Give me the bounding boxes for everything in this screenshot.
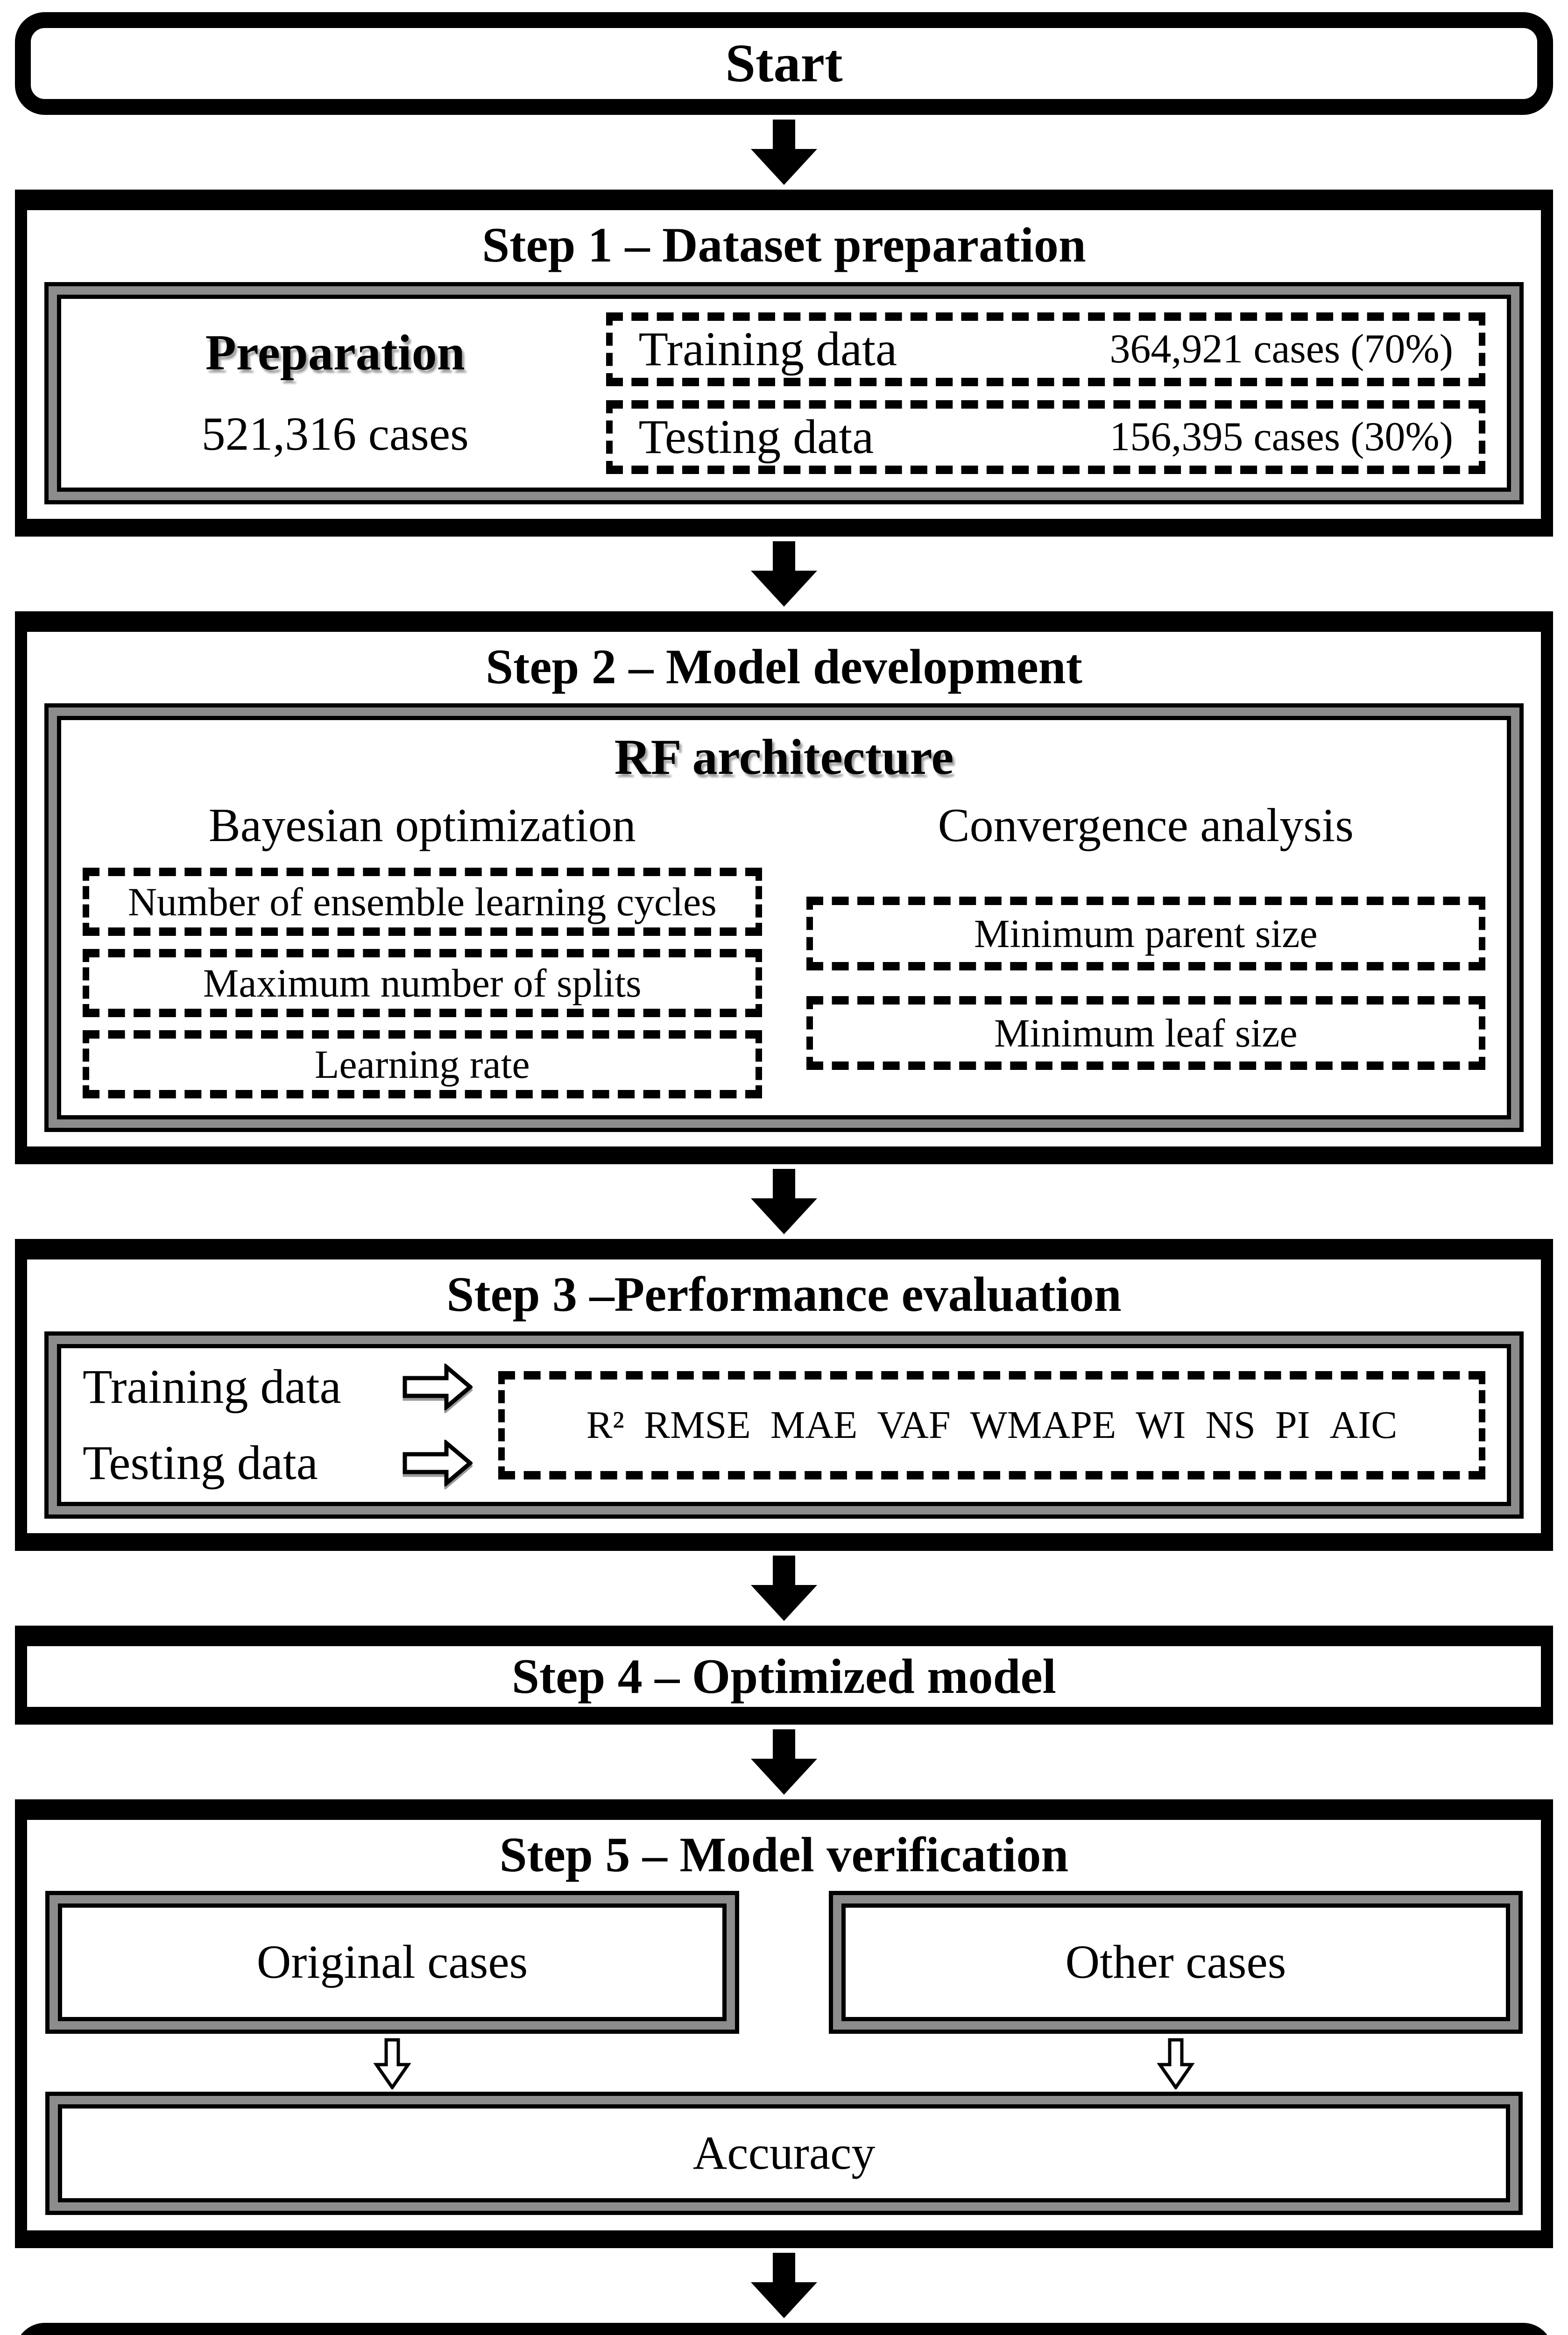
testing-input-label: Testing data bbox=[83, 1436, 318, 1490]
step5-cases-row: Original cases Other cases bbox=[49, 1895, 1519, 2030]
bayesian-parameters-column: Number of ensemble learning cycles Maxim… bbox=[83, 868, 762, 1099]
learning-rate-box: Learning rate bbox=[83, 1030, 762, 1099]
right-hollow-arrow-icon bbox=[403, 1439, 473, 1486]
step2-box: Step 2 – Model development RF architectu… bbox=[15, 611, 1553, 1165]
metric-item: RMSE bbox=[643, 1403, 751, 1447]
max-splits-box: Maximum number of splits bbox=[83, 949, 762, 1018]
min-parent-size-box: Minimum parent size bbox=[806, 897, 1485, 971]
convergence-analysis-heading: Convergence analysis bbox=[938, 799, 1354, 852]
training-data-box: Training data 364,921 cases (70%) bbox=[606, 312, 1485, 386]
step5-title: Step 5 – Model verification bbox=[499, 1827, 1069, 1882]
original-cases-label: Original cases bbox=[256, 1936, 528, 1989]
metric-item: AIC bbox=[1329, 1403, 1398, 1447]
step5-arrows-row bbox=[49, 2038, 1519, 2089]
training-data-value: 364,921 cases (70%) bbox=[1109, 326, 1453, 372]
step5-arrow-cell bbox=[49, 2038, 735, 2089]
step3-inner-panel: Training data Testing data R² RMSE MAE V… bbox=[49, 1336, 1519, 1514]
metric-item: VAF bbox=[877, 1403, 951, 1447]
ensemble-cycles-box: Number of ensemble learning cycles bbox=[83, 868, 762, 936]
start-label: Start bbox=[725, 34, 843, 93]
step1-left-column: Preparation 521,316 cases bbox=[83, 312, 587, 474]
end-box: End bbox=[15, 2322, 1553, 2335]
original-cases-box: Original cases bbox=[49, 1895, 735, 2030]
metric-item: NS bbox=[1205, 1403, 1256, 1447]
other-cases-box: Other cases bbox=[833, 1895, 1519, 2030]
down-arrow-icon bbox=[751, 1729, 817, 1795]
step1-box: Step 1 – Dataset preparation Preparation… bbox=[15, 190, 1553, 537]
step2-columns: Number of ensemble learning cycles Maxim… bbox=[83, 868, 1485, 1099]
step1-inner-panel: Preparation 521,316 cases Training data … bbox=[49, 286, 1519, 500]
convergence-parameters-column: Minimum parent size Minimum leaf size bbox=[806, 897, 1485, 1070]
other-cases-label: Other cases bbox=[1065, 1936, 1286, 1989]
min-leaf-size-box: Minimum leaf size bbox=[806, 996, 1485, 1070]
metric-item: MAE bbox=[770, 1403, 858, 1447]
training-input-label: Training data bbox=[83, 1360, 341, 1414]
learning-rate-label: Learning rate bbox=[314, 1042, 530, 1087]
down-arrow-icon bbox=[751, 1555, 817, 1621]
rf-architecture-label: RF architecture bbox=[614, 729, 954, 785]
max-splits-label: Maximum number of splits bbox=[203, 961, 642, 1006]
accuracy-box: Accuracy bbox=[49, 2095, 1519, 2211]
down-hollow-arrow-icon bbox=[374, 2038, 411, 2089]
step2-headings-row: Bayesian optimization Convergence analys… bbox=[83, 800, 1485, 852]
right-hollow-arrow-icon bbox=[403, 1364, 473, 1411]
down-arrow-icon bbox=[751, 2252, 817, 2318]
testing-data-value: 156,395 cases (30%) bbox=[1109, 414, 1453, 460]
step1-right-column: Training data 364,921 cases (70%) Testin… bbox=[606, 312, 1485, 474]
metric-item: R² bbox=[586, 1403, 624, 1447]
metric-item: PI bbox=[1275, 1403, 1310, 1447]
metric-item: WMAPE bbox=[970, 1403, 1116, 1447]
training-input-row: Training data bbox=[83, 1360, 473, 1414]
total-cases-label: 521,316 cases bbox=[201, 407, 469, 460]
bayesian-optimization-heading: Bayesian optimization bbox=[208, 799, 636, 852]
step5-box: Step 5 – Model verification Original cas… bbox=[15, 1799, 1553, 2248]
min-leaf-size-label: Minimum leaf size bbox=[994, 1011, 1298, 1056]
step4-box: Step 4 – Optimized model bbox=[15, 1625, 1553, 1725]
step5-arrow-cell bbox=[833, 2038, 1519, 2089]
metric-item: WI bbox=[1136, 1403, 1186, 1447]
down-arrow-icon bbox=[751, 1169, 817, 1235]
testing-data-label: Testing data bbox=[638, 410, 874, 464]
step3-box: Step 3 –Performance evaluation Training … bbox=[15, 1239, 1553, 1551]
step3-inputs-column: Training data Testing data bbox=[83, 1360, 473, 1490]
start-box: Start bbox=[15, 12, 1553, 115]
step2-title: Step 2 – Model development bbox=[486, 639, 1082, 694]
down-arrow-icon bbox=[751, 541, 817, 607]
testing-data-box: Testing data 156,395 cases (30%) bbox=[606, 400, 1485, 474]
training-data-label: Training data bbox=[638, 322, 897, 376]
down-hollow-arrow-icon bbox=[1157, 2038, 1194, 2089]
step4-title: Step 4 – Optimized model bbox=[512, 1649, 1056, 1704]
accuracy-label: Accuracy bbox=[692, 2127, 876, 2180]
preparation-label: Preparation bbox=[205, 325, 465, 381]
testing-input-row: Testing data bbox=[83, 1436, 473, 1490]
step2-inner-panel: RF architecture Bayesian optimization Co… bbox=[49, 708, 1519, 1128]
min-parent-size-label: Minimum parent size bbox=[974, 911, 1318, 956]
flowchart: Start Step 1 – Dataset preparation Prepa… bbox=[15, 0, 1553, 2335]
step1-title: Step 1 – Dataset preparation bbox=[482, 218, 1086, 272]
step3-title: Step 3 –Performance evaluation bbox=[446, 1267, 1122, 1322]
ensemble-cycles-label: Number of ensemble learning cycles bbox=[127, 879, 717, 925]
metrics-box: R² RMSE MAE VAF WMAPE WI NS PI AIC bbox=[498, 1371, 1485, 1479]
down-arrow-icon bbox=[751, 120, 817, 185]
